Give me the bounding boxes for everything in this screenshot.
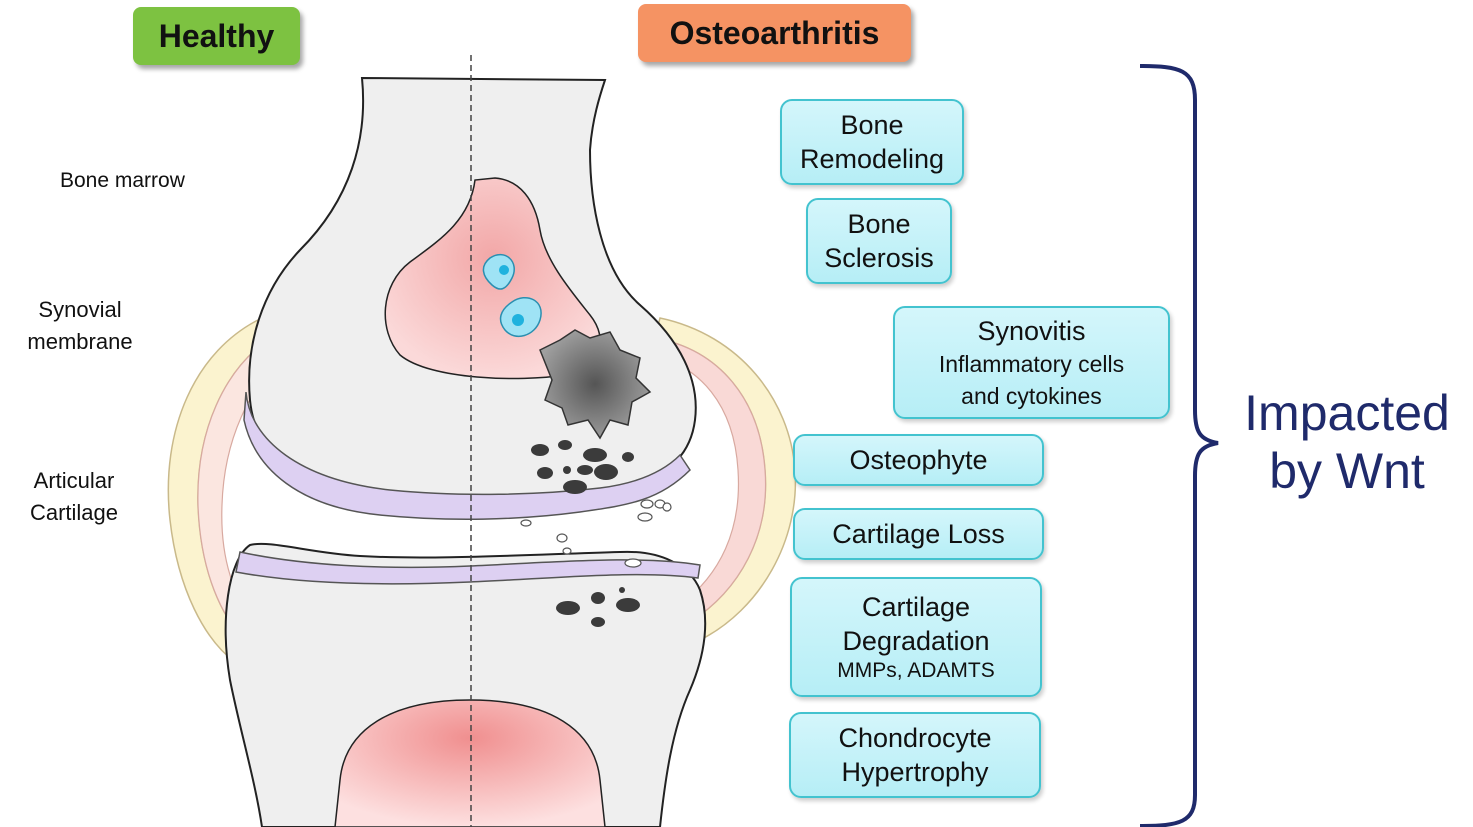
box-line: Remodeling <box>800 142 944 176</box>
box-line: Osteophyte <box>849 443 987 477</box>
box-line: Synovitis <box>977 314 1085 348</box>
box-line: Chondrocyte <box>838 721 991 755</box>
impacted-line2: by Wnt <box>1232 442 1462 500</box>
bracket <box>1140 66 1218 826</box>
box-line: Sclerosis <box>824 241 934 275</box>
cartilage-degradation-box: Cartilage Degradation MMPs, ADAMTS <box>790 577 1042 697</box>
synovial-label-line1: Synovial <box>18 294 142 326</box>
box-subline: and cytokines <box>961 380 1102 412</box>
articular-cartilage-label: Articular Cartilage <box>14 465 134 529</box>
synovitis-box: Synovitis Inflammatory cells and cytokin… <box>893 306 1170 419</box>
bone-marrow-label: Bone marrow <box>60 165 185 197</box>
articular-label-line2: Cartilage <box>14 497 134 529</box>
box-line: Hypertrophy <box>841 755 988 789</box>
bone-sclerosis-box: Bone Sclerosis <box>806 198 952 284</box>
box-line: Bone <box>840 108 903 142</box>
impacted-line1: Impacted <box>1232 384 1462 442</box>
box-line: Cartilage <box>862 590 970 624</box>
impacted-by-wnt-label: Impacted by Wnt <box>1232 384 1462 500</box>
box-line: Cartilage Loss <box>832 517 1005 551</box>
osteophyte-box: Osteophyte <box>793 434 1044 486</box>
box-subline: Inflammatory cells <box>939 348 1124 380</box>
synovial-membrane-label: Synovial membrane <box>18 294 142 358</box>
cartilage-loss-box: Cartilage Loss <box>793 508 1044 560</box>
chondrocyte-hypertrophy-box: Chondrocyte Hypertrophy <box>789 712 1041 798</box>
box-line: Degradation <box>842 624 989 658</box>
synovial-label-line2: membrane <box>18 326 142 358</box>
healthy-tag: Healthy <box>133 7 300 65</box>
osteoarthritis-tag: Osteoarthritis <box>638 4 911 62</box>
articular-label-line1: Articular <box>14 465 134 497</box>
box-line: Bone <box>847 207 910 241</box>
bone-remodeling-box: Bone Remodeling <box>780 99 964 185</box>
box-subline: MMPs, ADAMTS <box>837 658 995 684</box>
